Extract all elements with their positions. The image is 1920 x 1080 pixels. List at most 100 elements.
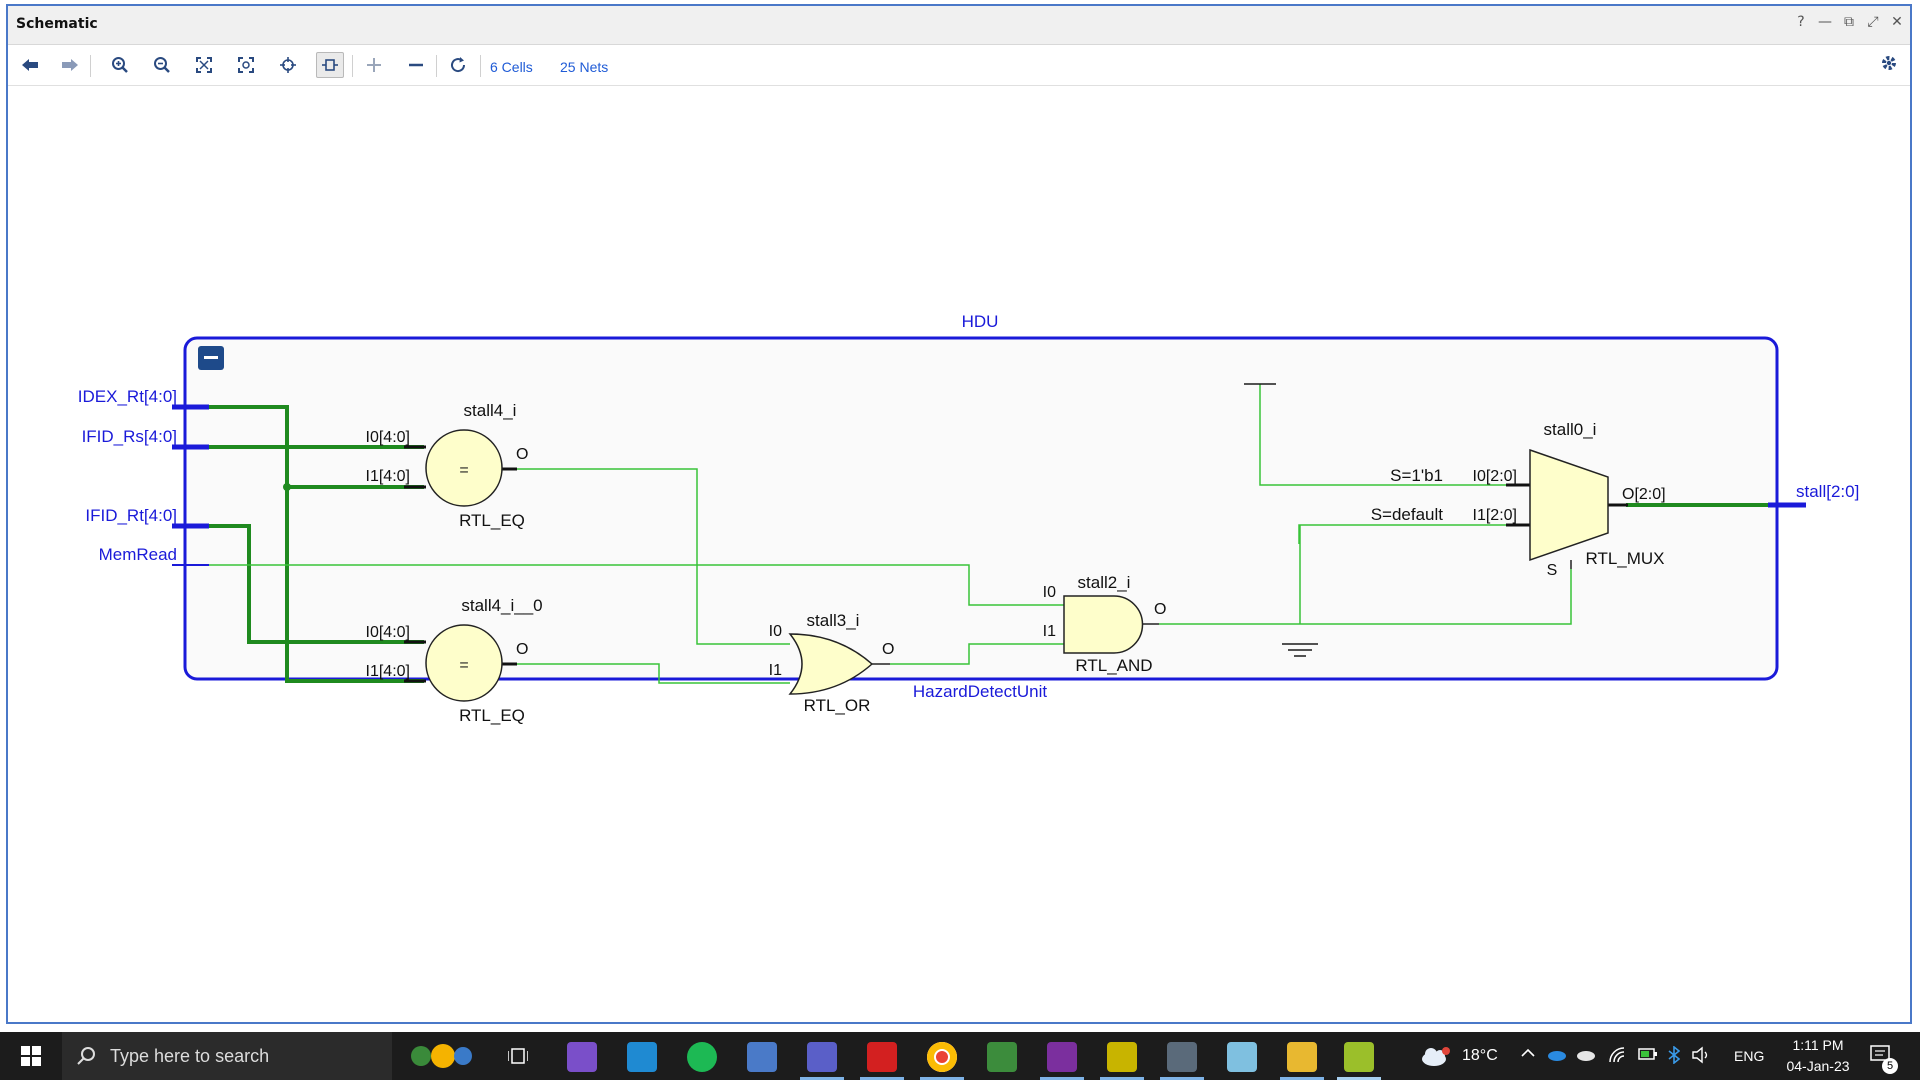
- acrobat-icon[interactable]: [867, 1042, 897, 1072]
- image-app-icon[interactable]: [987, 1042, 1017, 1072]
- cell-stall2-i[interactable]: stall2_i RTL_AND I0 I1 O: [1043, 573, 1167, 675]
- search-placeholder: Type here to search: [110, 1046, 270, 1066]
- svg-text:S=1'b1: S=1'b1: [1390, 466, 1443, 485]
- svg-text:I1[2:0]: I1[2:0]: [1473, 507, 1517, 524]
- port-ifid-rt[interactable]: IFID_Rt[4:0]: [85, 506, 209, 529]
- port-idex-rt[interactable]: IDEX_Rt[4:0]: [78, 387, 209, 410]
- close-button[interactable]: ✕: [1891, 14, 1903, 30]
- remote-desktop-icon[interactable]: [747, 1042, 777, 1072]
- svg-text:stall0_i: stall0_i: [1544, 420, 1597, 439]
- clock-date[interactable]: 04-Jan-23: [1786, 1058, 1850, 1074]
- search-icon: [77, 1047, 95, 1065]
- svg-text:O: O: [516, 641, 528, 658]
- zoom-out-icon[interactable]: [148, 52, 176, 78]
- svg-text:RTL_AND: RTL_AND: [1075, 656, 1152, 675]
- svg-text:I1: I1: [1043, 623, 1056, 640]
- svg-text:O: O: [1154, 601, 1166, 618]
- svg-text:O[2:0]: O[2:0]: [1622, 486, 1666, 503]
- module-bottom-label: HazardDetectUnit: [913, 682, 1047, 701]
- cell-stall3-i[interactable]: stall3_i RTL_OR I0 I1 O: [769, 611, 895, 715]
- cell-stall0-i[interactable]: stall0_i RTL_MUX I0[2:0] I1[2:0] S=1'b1 …: [1371, 420, 1666, 579]
- svg-text:O: O: [516, 446, 528, 463]
- battery-icon[interactable]: [1638, 1046, 1658, 1065]
- svg-text:I0[4:0]: I0[4:0]: [366, 429, 410, 446]
- schematic-diagram: HDU HazardDetectUnit IDEX_Rt[4:0] IFID_R…: [78, 312, 1860, 725]
- vscode-icon[interactable]: [627, 1042, 657, 1072]
- signal-nets: [209, 384, 1572, 684]
- refresh-icon[interactable]: [444, 52, 472, 78]
- chevron-up-icon[interactable]: [1520, 1045, 1536, 1064]
- zoom-in-icon[interactable]: [106, 52, 134, 78]
- svg-text:stall[2:0]: stall[2:0]: [1796, 482, 1859, 501]
- svg-text:stall2_i: stall2_i: [1078, 573, 1131, 592]
- wifi-icon[interactable]: [1608, 1046, 1626, 1067]
- language-indicator[interactable]: ENG: [1734, 1048, 1765, 1064]
- nets-count-link[interactable]: 25 Nets: [560, 59, 609, 75]
- forward-icon[interactable]: [56, 52, 84, 78]
- vivado-icon[interactable]: [1344, 1042, 1374, 1072]
- bluetooth-icon[interactable]: [1668, 1045, 1681, 1067]
- minimize-button[interactable]: —: [1818, 14, 1832, 30]
- clock-time[interactable]: 1:11 PM: [1792, 1037, 1844, 1053]
- port-ifid-rs[interactable]: IFID_Rs[4:0]: [82, 427, 209, 450]
- svg-text:S=default: S=default: [1371, 505, 1444, 524]
- spotify-icon[interactable]: [687, 1042, 717, 1072]
- cell-stall4-i[interactable]: = stall4_i RTL_EQ I0[4:0] I1[4:0] O: [366, 401, 529, 530]
- schematic-canvas[interactable]: HDU HazardDetectUnit IDEX_Rt[4:0] IFID_R…: [8, 86, 1910, 1022]
- fit-selection-icon[interactable]: [316, 52, 344, 78]
- svg-text:RTL_MUX: RTL_MUX: [1585, 549, 1664, 568]
- teams-icon[interactable]: [807, 1042, 837, 1072]
- calculator-icon[interactable]: [1167, 1042, 1197, 1072]
- chrome-icon[interactable]: [927, 1042, 957, 1072]
- schematic-window: Schematic ? — ⧉ ⤢ ✕: [6, 4, 1912, 1024]
- cloud-weather-icon[interactable]: [1418, 1032, 1454, 1080]
- cells-count-link[interactable]: 6 Cells: [490, 59, 533, 75]
- collapse-module-button[interactable]: [198, 346, 224, 370]
- svg-text:RTL_OR: RTL_OR: [804, 696, 871, 715]
- svg-text:I1[4:0]: I1[4:0]: [366, 468, 410, 485]
- visual-studio-icon[interactable]: [567, 1042, 597, 1072]
- module-top-label: HDU: [962, 312, 999, 331]
- zoom-area-icon[interactable]: [232, 52, 260, 78]
- back-icon[interactable]: [16, 52, 44, 78]
- svg-text:stall4_i__0: stall4_i__0: [461, 596, 542, 615]
- svg-text:=: =: [459, 657, 468, 674]
- svg-text:stall3_i: stall3_i: [807, 611, 860, 630]
- svg-text:O: O: [882, 641, 894, 658]
- collapse-icon[interactable]: [402, 52, 430, 78]
- volume-icon[interactable]: [1692, 1046, 1712, 1067]
- notes-app-icon[interactable]: [1227, 1042, 1257, 1072]
- help-button[interactable]: ?: [1797, 14, 1805, 30]
- svg-text:I1: I1: [769, 662, 782, 679]
- onedrive-icon[interactable]: [1547, 1047, 1567, 1064]
- temperature: 18°C: [1462, 1047, 1498, 1064]
- terminal-app-icon[interactable]: [1107, 1042, 1137, 1072]
- svg-text:RTL_EQ: RTL_EQ: [459, 511, 525, 530]
- task-view-icon[interactable]: [496, 1032, 540, 1080]
- taskbar-search[interactable]: Type here to search: [62, 1032, 392, 1080]
- gear-icon[interactable]: [1880, 54, 1898, 77]
- expand-icon[interactable]: [360, 52, 388, 78]
- schematic-toolbar: 6 Cells 25 Nets: [8, 45, 1910, 86]
- svg-text:MemRead: MemRead: [99, 545, 177, 564]
- weather-widget-icon[interactable]: [392, 1032, 482, 1080]
- window-title: Schematic: [16, 16, 98, 32]
- restore-button[interactable]: ⧉: [1844, 14, 1854, 30]
- port-stall-out[interactable]: stall[2:0]: [1768, 482, 1859, 508]
- notifications-icon[interactable]: [1870, 1044, 1894, 1069]
- svg-text:IDEX_Rt[4:0]: IDEX_Rt[4:0]: [78, 387, 177, 406]
- svg-text:IFID_Rt[4:0]: IFID_Rt[4:0]: [85, 506, 177, 525]
- file-explorer-icon[interactable]: [1287, 1042, 1317, 1072]
- zoom-fit-icon[interactable]: [190, 52, 218, 78]
- cloud-icon[interactable]: [1576, 1047, 1596, 1064]
- float-button[interactable]: ⤢: [1867, 14, 1879, 30]
- svg-text:I0: I0: [769, 623, 782, 640]
- cell-stall4-i-0[interactable]: = stall4_i__0 RTL_EQ I0[4:0] I1[4:0] O: [366, 596, 543, 725]
- svg-text:I0: I0: [1043, 584, 1056, 601]
- windows-start-icon[interactable]: [8, 1032, 54, 1080]
- onenote-icon[interactable]: [1047, 1042, 1077, 1072]
- bus-nets: [209, 405, 424, 683]
- port-memread[interactable]: MemRead: [99, 545, 209, 566]
- crosshair-icon[interactable]: [274, 52, 302, 78]
- svg-text:I0[2:0]: I0[2:0]: [1473, 468, 1517, 485]
